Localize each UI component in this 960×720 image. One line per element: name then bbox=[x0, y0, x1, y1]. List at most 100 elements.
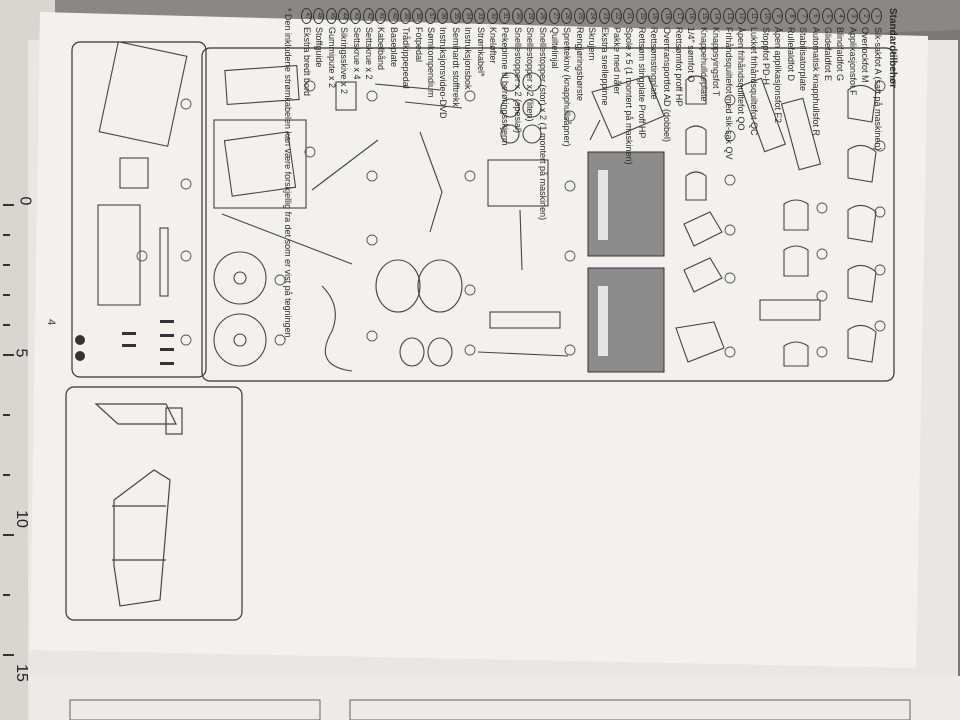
accessory-item: 47Ekstra bredt bord bbox=[300, 8, 313, 388]
accessory-item: 3Applikasjonsfot F bbox=[846, 8, 858, 388]
accessory-item: 44Sikringsskive x 2 bbox=[338, 8, 350, 388]
item-label: Overlockfot M bbox=[860, 27, 871, 83]
ruler-number: 15 bbox=[12, 664, 30, 682]
accessory-item: 5Glidefaldfot E bbox=[821, 8, 834, 388]
item-number: 4 bbox=[834, 8, 846, 24]
item-label: Åpen applikasjonsfot F2 bbox=[773, 27, 784, 124]
part-drawings bbox=[97, 41, 665, 372]
item-label: Stoppfot PD-H bbox=[760, 27, 771, 86]
accessory-item: 25Rengjøringsbørste bbox=[573, 8, 585, 388]
accessory-item: 11Lukket frihåndsquiltefot QC bbox=[747, 8, 759, 388]
standard-accessories-list: Standardtilbehør 1Sik-sakfot A (satt på … bbox=[284, 8, 898, 388]
item-number: 33 bbox=[474, 8, 486, 24]
item-number: 6 bbox=[809, 8, 821, 24]
stitch-plates bbox=[587, 151, 665, 373]
accessory-item: 8Rullefaldfot D bbox=[784, 8, 796, 388]
accessory-item: 15Knappehulldeplate bbox=[697, 8, 710, 388]
item-number: 44 bbox=[338, 8, 349, 24]
item-label: Pekepinne til berøringsskjerm bbox=[500, 27, 511, 146]
item-label: Sømkompendium bbox=[425, 27, 436, 98]
item-number: 7 bbox=[797, 8, 809, 24]
item-label: Blindfaldfot G bbox=[835, 27, 846, 82]
accessory-item: 17Rettsømfot proff HP bbox=[672, 8, 685, 388]
item-number: 10 bbox=[759, 8, 771, 24]
item-label: Knappsyingsfot T bbox=[711, 27, 722, 97]
item-label: Overtransportfot AD (dobbel) bbox=[661, 27, 672, 143]
accessory-item: 41Kabelbånd bbox=[375, 8, 387, 388]
manual-page bbox=[30, 12, 928, 668]
item-number: 41 bbox=[375, 8, 387, 24]
item-label: Fotpedal bbox=[413, 27, 424, 63]
item-number: 31 bbox=[499, 8, 511, 24]
item-number: 25 bbox=[573, 8, 585, 24]
item-number: 14 bbox=[710, 8, 722, 24]
item-number: 26 bbox=[561, 8, 573, 24]
item-label: Instruksjonsvideo-DVD bbox=[438, 27, 449, 119]
list-heading: Standardtilbehør bbox=[887, 8, 898, 89]
accessory-item: 21Spole x 5 (1 montert på maskinen) bbox=[623, 8, 635, 388]
item-label: Rettsømstingplate bbox=[649, 27, 660, 100]
accessory-item: 24Skrujern bbox=[586, 8, 598, 388]
accessory-item: 19Rettsømstingplate bbox=[648, 8, 660, 388]
item-label: Gummipute x 2 bbox=[326, 27, 337, 89]
item-number: 47 bbox=[300, 8, 312, 24]
item-label: Ekstra snelleppinne bbox=[599, 27, 610, 106]
power-cable-note: * Den inkluderte strømkabelen kan være f… bbox=[283, 8, 294, 341]
item-label: Snellestopper (stor) x 2 (1 montert på m… bbox=[537, 27, 548, 221]
accessory-item: 26Sprettekniv (knapphullsåpner) bbox=[561, 8, 573, 388]
item-label: Baseplate bbox=[388, 27, 399, 68]
item-number: 3 bbox=[846, 8, 858, 24]
facing-page bbox=[30, 676, 960, 720]
accessory-item: 33Strømkabel* bbox=[474, 8, 486, 388]
item-number: 32 bbox=[486, 8, 498, 24]
item-label: Settskrue x 2 bbox=[363, 27, 374, 80]
item-number: 21 bbox=[623, 8, 635, 24]
item-number: 22 bbox=[610, 8, 622, 24]
item-number: 29 bbox=[524, 8, 536, 24]
item-label: Quiltelinjal bbox=[550, 27, 561, 69]
item-label: Trådkippepedal bbox=[401, 27, 412, 89]
item-number: 17 bbox=[672, 8, 684, 24]
item-label: Knappehulldeplate bbox=[698, 27, 709, 102]
item-label: Lukket frihåndsquiltefot QC bbox=[748, 27, 759, 136]
item-number: 46 bbox=[313, 8, 325, 24]
accessory-item: 36Instruksjonsvideo-DVD bbox=[437, 8, 449, 388]
item-label: Glidefaldfot E bbox=[822, 27, 833, 82]
item-number: 20 bbox=[635, 8, 647, 24]
item-label: Snellestopper x 2 (spesial) bbox=[512, 27, 523, 134]
accessory-item: 2Overlockfot M bbox=[859, 8, 871, 388]
item-number: 43 bbox=[350, 8, 362, 24]
accessory-item: 38Fotpedal bbox=[412, 8, 424, 388]
accessory-item: 27Quiltelinjal bbox=[548, 8, 561, 388]
accessory-item: 28Snellestopper (stor) x 2 (1 montert på… bbox=[536, 8, 548, 388]
accessory-item: 23Ekstra snelleppinne bbox=[598, 8, 610, 388]
presser-feet bbox=[675, 75, 877, 367]
item-label: Rettsømfot proff HP bbox=[674, 27, 685, 107]
item-number: 15 bbox=[697, 8, 709, 24]
item-label: Frihåndsquiltefot med sik-sak QV bbox=[723, 27, 734, 160]
accessory-items: 1Sik-sakfot A (satt på maskinen)2Overloc… bbox=[300, 8, 884, 388]
item-number: 35 bbox=[449, 8, 461, 24]
item-label: Applikasjonsfot F bbox=[847, 27, 858, 96]
item-number: 27 bbox=[548, 8, 560, 24]
item-number: 16 bbox=[685, 8, 697, 24]
item-label: Ekstra bredt bord bbox=[301, 27, 312, 97]
ruler-ticks bbox=[3, 204, 14, 656]
item-label: Strømkabel* bbox=[475, 27, 486, 77]
item-label: Kabelbånd bbox=[376, 27, 387, 71]
item-label: 1/4" sømfot O bbox=[686, 27, 697, 83]
item-number: 40 bbox=[387, 8, 399, 24]
item-number: 8 bbox=[784, 8, 796, 24]
item-label: Stoffguide bbox=[314, 27, 325, 68]
item-number: 42 bbox=[362, 8, 374, 24]
item-label: Åpen frihåndsquiltefot QO bbox=[736, 27, 747, 131]
item-number: 36 bbox=[437, 8, 449, 24]
item-number: 13 bbox=[722, 8, 734, 24]
item-number: 5 bbox=[821, 8, 833, 24]
parts-illustration-panel bbox=[65, 41, 895, 621]
item-number: 24 bbox=[586, 8, 598, 24]
accessory-item: 43Settskrue x 4 bbox=[350, 8, 362, 388]
accessory-item: 42Settskrue x 2 bbox=[362, 8, 375, 388]
accessory-item: 34Instruksjonsbok bbox=[462, 8, 474, 388]
